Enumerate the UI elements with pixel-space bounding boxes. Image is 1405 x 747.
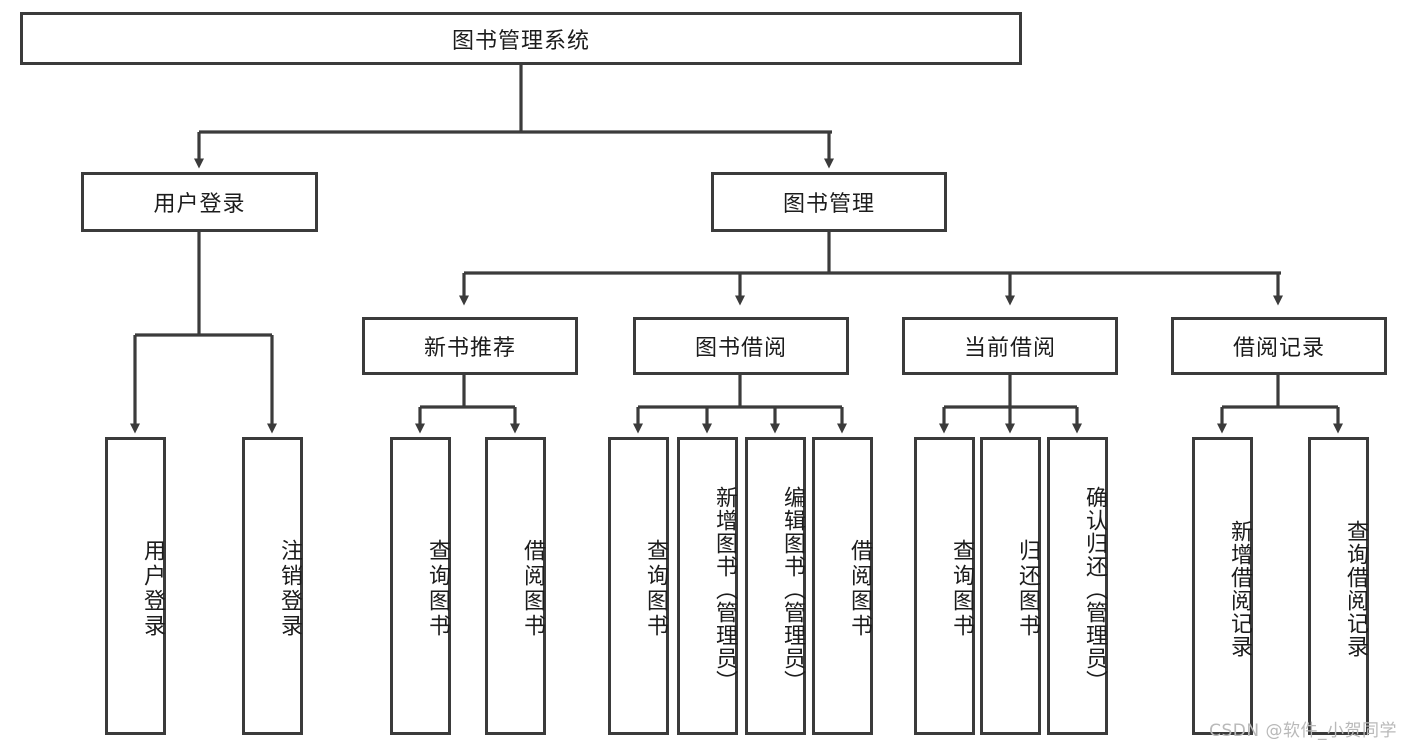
leaf-borrow-add-book-admin-label: 新增图书（管理员） — [712, 485, 737, 693]
leaf-borrow-add-book-admin[interactable]: 新增图书（管理员） — [677, 437, 738, 735]
leaf-new-book-borrow-label: 借阅图书 — [520, 539, 545, 639]
leaf-current-return-book-label: 归还图书 — [1015, 539, 1040, 639]
node-user-login-label: 用户登录 — [153, 192, 246, 217]
node-root-system-label: 图书管理系统 — [451, 28, 590, 54]
leaf-record-query-record[interactable]: 查询借阅记录 — [1308, 437, 1369, 735]
node-user-login[interactable]: 用户登录 — [81, 172, 318, 232]
node-book-borrow[interactable]: 图书借阅 — [633, 317, 849, 375]
node-book-borrow-label: 图书借阅 — [694, 336, 787, 361]
node-current-borrow-label: 当前借阅 — [963, 336, 1056, 361]
leaf-new-book-query[interactable]: 查询图书 — [390, 437, 451, 735]
leaf-borrow-query-book-label: 查询图书 — [643, 539, 668, 639]
watermark: CSDN @软件_小贺同学 — [1209, 721, 1397, 741]
leaf-user-login-logout-label: 注销登录 — [277, 539, 302, 639]
leaf-user-login-login-label: 用户登录 — [140, 539, 165, 639]
leaf-borrow-edit-book-admin-label: 编辑图书（管理员） — [780, 485, 805, 693]
leaf-borrow-query-book[interactable]: 查询图书 — [608, 437, 669, 735]
node-new-book-recommend-label: 新书推荐 — [423, 336, 516, 361]
leaf-current-confirm-return-admin[interactable]: 确认归还（管理员） — [1047, 437, 1108, 735]
leaf-borrow-borrow-book[interactable]: 借阅图书 — [812, 437, 873, 735]
leaf-user-login-logout[interactable]: 注销登录 — [242, 437, 303, 735]
leaf-record-query-record-label: 查询借阅记录 — [1343, 520, 1368, 658]
leaf-user-login-login[interactable]: 用户登录 — [105, 437, 166, 735]
node-borrow-record-label: 借阅记录 — [1232, 336, 1325, 361]
node-book-management-label: 图书管理 — [782, 192, 875, 217]
leaf-record-add-record-label: 新增借阅记录 — [1227, 520, 1252, 658]
leaf-borrow-borrow-book-label: 借阅图书 — [847, 539, 872, 639]
node-root-system[interactable]: 图书管理系统 — [20, 12, 1022, 65]
leaf-record-add-record[interactable]: 新增借阅记录 — [1192, 437, 1253, 735]
node-current-borrow[interactable]: 当前借阅 — [902, 317, 1118, 375]
leaf-current-confirm-return-admin-label: 确认归还（管理员） — [1082, 485, 1107, 693]
leaf-current-return-book[interactable]: 归还图书 — [980, 437, 1041, 735]
leaf-borrow-edit-book-admin[interactable]: 编辑图书（管理员） — [745, 437, 806, 735]
node-new-book-recommend[interactable]: 新书推荐 — [362, 317, 578, 375]
node-borrow-record[interactable]: 借阅记录 — [1171, 317, 1387, 375]
leaf-current-query-book[interactable]: 查询图书 — [914, 437, 975, 735]
leaf-new-book-query-label: 查询图书 — [425, 539, 450, 639]
leaf-new-book-borrow[interactable]: 借阅图书 — [485, 437, 546, 735]
node-book-management[interactable]: 图书管理 — [711, 172, 947, 232]
leaf-current-query-book-label: 查询图书 — [949, 539, 974, 639]
